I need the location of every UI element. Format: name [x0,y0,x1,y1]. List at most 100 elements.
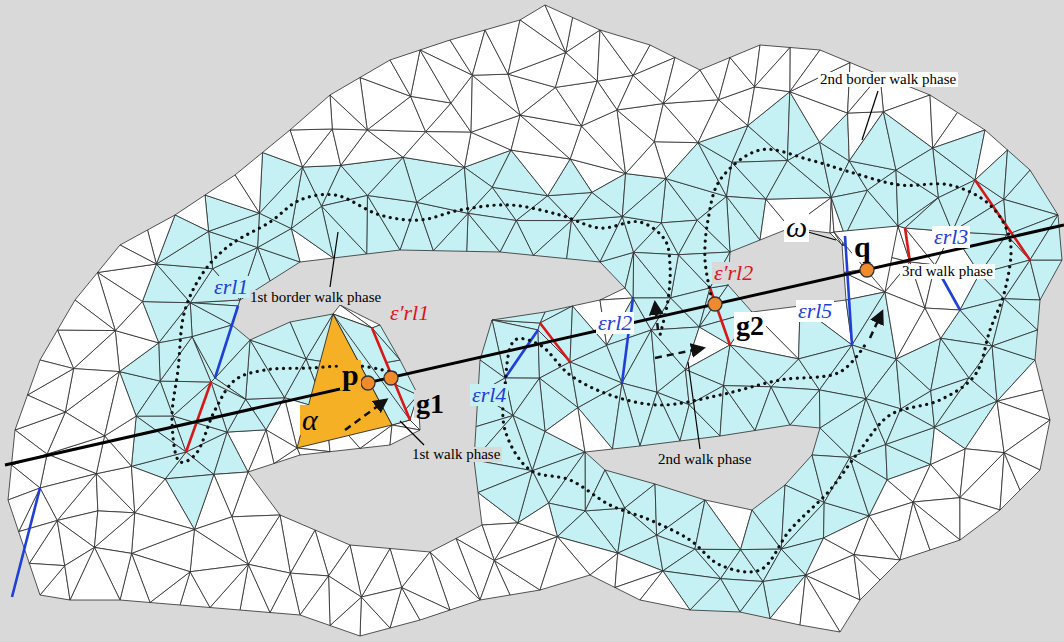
mesh-triangle [159,337,192,381]
mesh-triangle [590,553,618,587]
walk-arrow [870,312,882,338]
mesh-triangle [697,196,730,252]
leader-line [808,232,836,240]
intersection-point [860,263,874,277]
walk-arrow [655,303,658,330]
mesh-triangle [695,500,741,550]
point-label: q [852,232,873,262]
mesh-triangle [505,330,539,378]
mesh-triangle [518,503,558,537]
walk-arrow [345,400,386,430]
phase-label: 3rd walk phase [900,264,995,279]
crossing-edge [622,298,633,383]
mesh-triangle [1030,260,1062,300]
mesh-triangle [300,576,330,626]
mesh-triangle [585,470,624,511]
crossing-edge [710,288,730,345]
crossing-edge [12,488,40,597]
mesh-triangle [533,221,571,259]
border-walk-path [503,149,1011,572]
edge-label: εrl4 [470,384,508,406]
mesh-triangle [478,471,532,523]
mesh-triangle [625,252,634,298]
mesh-triangle [96,466,134,513]
phase-label: 1st border walk phase [248,290,383,305]
mesh-triangle [367,130,425,157]
mesh-triangle [132,513,195,554]
mesh-triangle [582,81,618,126]
mesh-triangle [190,564,248,607]
mesh-triangle [854,555,900,580]
mesh-triangle [727,196,766,240]
mesh-triangle [640,571,690,610]
mesh-edge [333,314,410,420]
mesh-triangle [812,428,850,457]
mesh-triangle [297,448,330,455]
mesh-triangle [190,303,238,325]
mesh-triangle [748,87,790,126]
phase-label: 2nd border walk phase [818,72,958,87]
mesh-triangle [65,547,95,600]
mesh-triangle [136,381,173,416]
mesh-triangle [1004,453,1040,490]
triangle-label: ω [784,212,809,242]
mesh-triangle [740,582,770,619]
phase-label: 2nd walk phase [656,452,753,467]
leader-line [688,362,700,449]
mesh-triangle [913,502,960,550]
mesh-triangle [211,378,246,399]
mesh-triangle [770,575,806,625]
mesh-triangle [578,408,613,452]
query-segment [5,225,1064,465]
mesh-triangle [800,575,840,632]
mesh-triangle [105,372,137,436]
mesh-triangle [367,195,416,250]
crossing-edge [975,180,1030,260]
mesh [8,5,1062,636]
mesh-triangle [622,179,665,223]
mesh-triangle [896,148,938,198]
mesh-triangle [913,464,960,502]
point-label: p [340,360,361,390]
leader-line [400,421,424,445]
mesh-triangle [390,425,420,445]
mesh-triangle [426,132,471,168]
crossing-edge [505,330,538,378]
mesh-triangle [98,245,157,273]
mesh-triangle [592,174,626,217]
mesh-triangle [214,432,248,474]
edge-label: εrl5 [796,300,834,322]
point-label: g2 [734,312,766,340]
mesh-triangle [545,5,573,52]
mesh-triangle [741,510,782,550]
edge-label: εrl3 [932,226,970,248]
mesh-triangle [290,95,332,130]
mesh-triangle [205,175,259,213]
mesh-triangle [1004,150,1030,199]
mesh-triangle [302,165,340,206]
mesh-triangle [1030,215,1062,260]
triangle-label: α [300,405,320,435]
mesh-triangle [58,300,116,331]
mesh-triangle [925,308,960,338]
mesh-triangle [468,213,516,252]
mesh-triangle [29,563,64,595]
leader-line [330,232,338,287]
mesh-triangle [472,74,520,115]
mesh-triangle [390,50,420,96]
edge-label: ε′rl2 [712,262,755,284]
mesh-triangle [248,564,290,612]
mesh-triangle [854,516,900,560]
mesh-triangle [960,498,1000,540]
mesh-triangle [65,369,119,413]
leader-line [862,91,878,140]
phase-label: 1st walk phase [410,447,502,462]
mesh-triangle [96,474,134,513]
border-walk-path [172,194,670,462]
mesh-triangle [975,150,1008,199]
intersection-point [708,297,722,311]
point-label: g1 [414,390,446,418]
mesh-triangle [361,588,401,628]
